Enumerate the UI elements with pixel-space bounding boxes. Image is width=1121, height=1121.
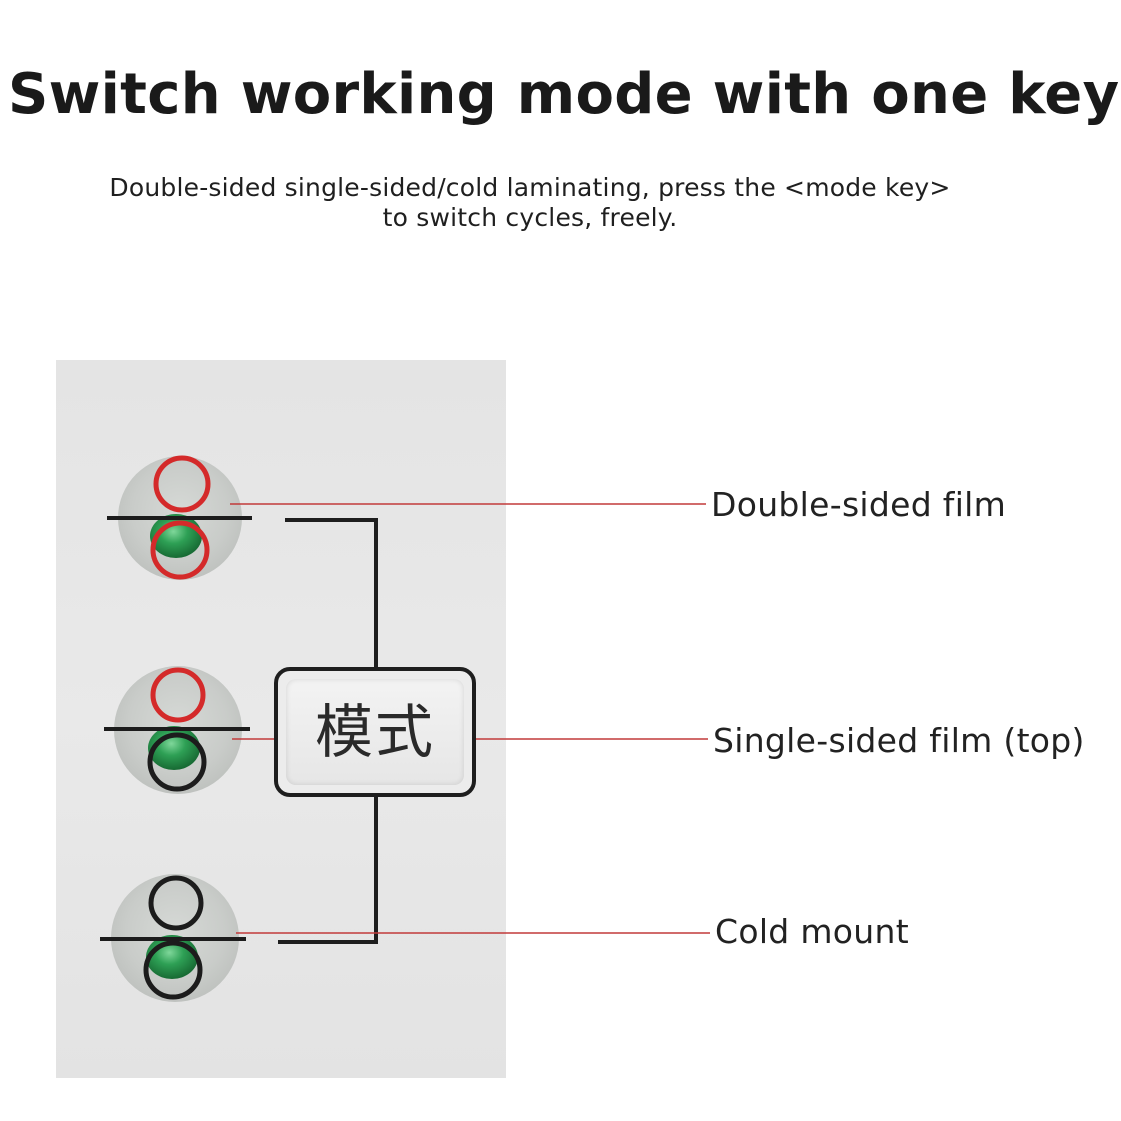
- callout-single-sided-film: Single-sided film (top): [713, 721, 1085, 760]
- led-double-sided-indicator: [107, 455, 252, 580]
- mode-bracket: [278, 518, 378, 944]
- bottom-roller-ring-red: [150, 520, 210, 580]
- bottom-roller-ring-black: [147, 732, 207, 792]
- description-line-1: Double-sided single-sided/cold laminatin…: [109, 173, 951, 202]
- top-roller-ring-red: [153, 455, 211, 513]
- mode-key-label: 模式: [314, 698, 435, 766]
- top-roller-ring-red: [150, 667, 206, 723]
- description-line-2: to switch cycles, freely.: [382, 203, 678, 232]
- callout-cold-mount: Cold mount: [715, 912, 909, 951]
- callout-double-sided-film: Double-sided film: [711, 485, 1007, 524]
- headline: Switch working mode with one key: [8, 62, 1120, 127]
- bottom-roller-ring-black: [143, 940, 203, 1000]
- top-roller-ring-black: [148, 875, 204, 931]
- mode-key-button[interactable]: 模式: [274, 667, 476, 797]
- led-single-sided-indicator: [104, 666, 250, 794]
- mode-key-face[interactable]: 模式: [286, 679, 464, 785]
- led-cold-mount-indicator: [100, 874, 246, 1002]
